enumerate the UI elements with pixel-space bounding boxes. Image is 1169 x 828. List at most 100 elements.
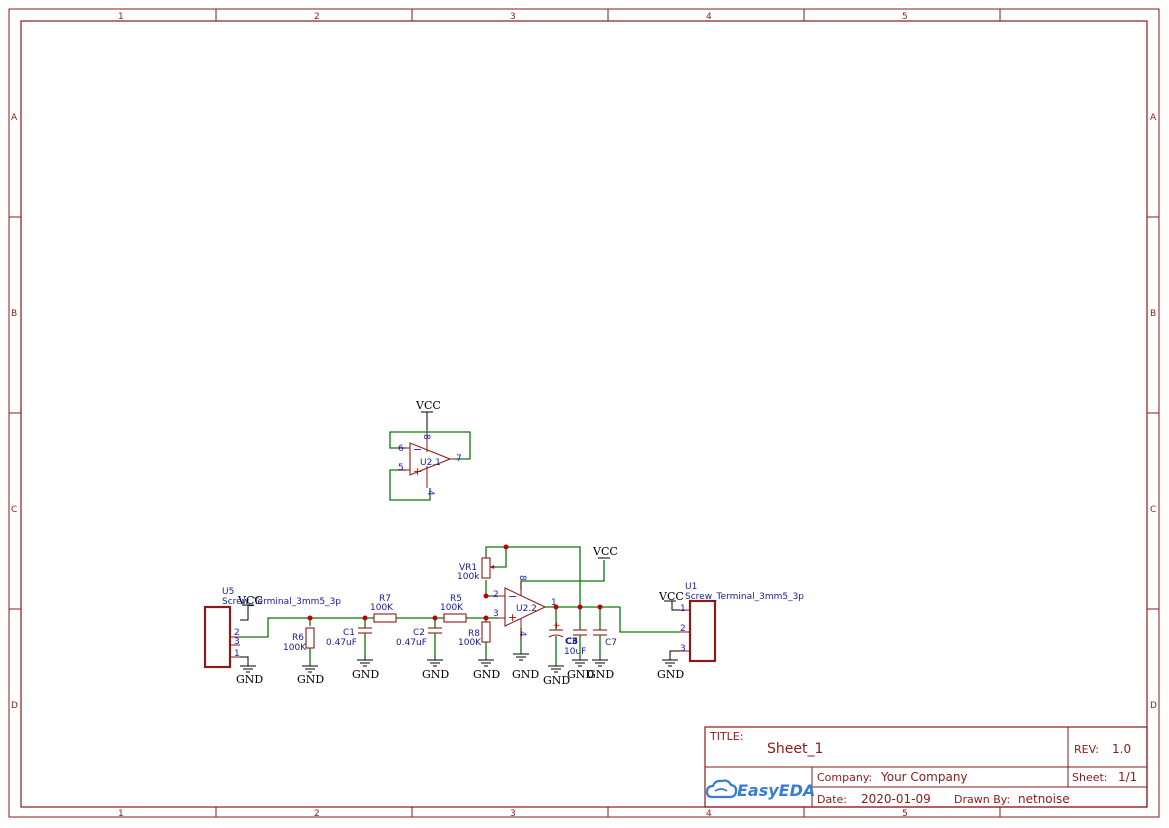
col-label-4: 4: [706, 12, 712, 22]
u2-1-pin4: 4: [425, 490, 435, 496]
gnd-symbol-u1: GND: [657, 659, 684, 681]
sheet-frame: 1 2 3 4 5 1 2 3 4 5 A B C D A B C D: [8, 8, 1160, 819]
r5-designator: R5: [450, 594, 462, 604]
u1-pin3: 3: [680, 644, 686, 654]
u2-1-pin8: 8: [421, 434, 431, 440]
easyeda-logo: EasyEDA: [705, 779, 815, 800]
rev-label: REV:: [1074, 743, 1099, 756]
u2-1-pin7: 7: [456, 454, 462, 464]
resistor-r8[interactable]: R8 100K GND: [458, 621, 500, 681]
capacitor-c6[interactable]: C6 GND: [566, 629, 594, 681]
u2-2-pin1: 1: [551, 598, 557, 608]
r5-value: 100K: [440, 603, 464, 613]
c7-designator: C7: [605, 638, 617, 648]
sheet-value: 1/1: [1118, 770, 1137, 784]
c1-value: 0.47uF: [326, 638, 357, 648]
u2-2-designator: U2.2: [516, 604, 537, 614]
u2-2-pin3: 3: [493, 609, 499, 619]
u2-1-pin5: 5: [398, 463, 404, 473]
gnd-label-r6: GND: [297, 673, 324, 686]
gnd-label-c1: GND: [352, 668, 379, 681]
vcc-label-u1: VCC: [658, 590, 684, 603]
u5-designator: U5: [222, 587, 234, 597]
col-label-5-bottom: 5: [902, 809, 908, 819]
vr1-value: 100k: [457, 572, 480, 582]
vcc-symbol-u2-2: VCC: [592, 545, 618, 559]
u1-value: Screw_Terminal_3mm5_3p: [685, 592, 804, 602]
c1-designator: C1: [343, 628, 355, 638]
gnd-label-c2: GND: [422, 668, 449, 681]
row-label-c: C: [11, 505, 17, 515]
gnd-label-c3: GND: [543, 674, 570, 687]
vcc-label-u2-2: VCC: [592, 545, 618, 558]
u5-pin2: 2: [234, 628, 240, 638]
vcc-symbol-u1: VCC: [658, 590, 684, 603]
connector-u5[interactable]: U5 Screw_Terminal_3mm5_3p 3 2 1: [203, 587, 341, 669]
u2-2-pin8: 8: [517, 575, 527, 581]
logo-text: EasyEDA: [737, 781, 815, 800]
row-label-a-right: A: [1150, 113, 1157, 123]
row-label-b-right: B: [1150, 309, 1156, 319]
capacitor-c7[interactable]: C7 GND: [587, 629, 617, 681]
title-block: TITLE: Sheet_1 REV: 1.0 Company: Your Co…: [704, 726, 1148, 808]
u1-designator: U1: [685, 582, 697, 592]
potentiometer-vr1[interactable]: VR1 100k: [457, 557, 495, 582]
u2-1-plus: +: [413, 465, 422, 478]
row-label-a: A: [11, 113, 18, 123]
c3-plus: +: [553, 621, 561, 631]
u2-2-plus: +: [508, 611, 517, 624]
col-label-3: 3: [510, 12, 516, 22]
capacitor-c3[interactable]: + C3 10uF GND: [543, 621, 586, 687]
gnd-label-u2-2: GND: [512, 668, 539, 681]
u5-pin3: 3: [234, 637, 240, 647]
col-label-2-bottom: 2: [314, 809, 320, 819]
opamp-u2-1[interactable]: − + 6 5 7 8 4 U2.1: [389, 430, 471, 501]
vcc-symbol-u2-1: VCC: [415, 399, 441, 430]
u2-1-minus: −: [413, 443, 422, 456]
r8-designator: R8: [468, 629, 480, 639]
resistor-r5[interactable]: R5 100K: [440, 594, 467, 623]
row-label-d-right: D: [1150, 701, 1157, 711]
capacitor-c2[interactable]: C2 0.47uF GND: [396, 627, 449, 681]
gnd-label-r8: GND: [473, 668, 500, 681]
resistor-r7[interactable]: R7 100K: [370, 594, 397, 623]
row-label-d: D: [11, 701, 18, 711]
u2-2-minus: −: [508, 590, 517, 603]
gnd-label-c6: GND: [567, 668, 594, 681]
u5-pin1: 1: [234, 649, 240, 659]
connector-u1[interactable]: U1 Screw_Terminal_3mm5_3p 1 2 3: [669, 582, 804, 663]
row-label-c-right: C: [1150, 505, 1156, 515]
gnd-symbol-u5: GND: [236, 665, 263, 686]
gnd-label-c7: GND: [587, 668, 614, 681]
date-label: Date:: [817, 793, 847, 806]
r7-value: 100K: [370, 603, 394, 613]
col-label-1: 1: [118, 12, 124, 22]
c3-designator: C3: [565, 637, 578, 647]
c2-value: 0.47uF: [396, 638, 427, 648]
u5-value: Screw_Terminal_3mm5_3p: [222, 597, 341, 607]
capacitor-c1[interactable]: C1 0.47uF GND: [326, 627, 379, 681]
opamp-u2-2[interactable]: − + 2 3 1 8 4 U2.2 GND: [493, 575, 557, 681]
title-label: TITLE:: [709, 730, 743, 743]
resistor-r6[interactable]: R6 100K GND: [283, 627, 324, 686]
r8-value: 100K: [458, 638, 482, 648]
c3-value: 10uF: [564, 647, 586, 657]
r6-designator: R6: [292, 633, 304, 643]
u2-1-pin6: 6: [398, 444, 404, 454]
drawn-by-value: netnoise: [1018, 792, 1070, 806]
cloud-icon: [705, 779, 738, 799]
u1-pin2: 2: [680, 624, 686, 634]
vr1-designator: VR1: [459, 563, 477, 573]
r7-designator: R7: [379, 594, 391, 604]
rev-value: 1.0: [1112, 742, 1131, 756]
date-value: 2020-01-09: [861, 792, 931, 806]
u2-2-pin4: 4: [517, 631, 527, 637]
col-label-2: 2: [314, 12, 320, 22]
vcc-symbol-u5: VCC: [237, 594, 263, 607]
gnd-label-u5: GND: [236, 673, 263, 686]
col-label-3-bottom: 3: [510, 809, 516, 819]
vcc-label-u2-1: VCC: [415, 399, 441, 412]
drawn-by-label: Drawn By:: [954, 793, 1010, 806]
row-label-b: B: [11, 309, 17, 319]
